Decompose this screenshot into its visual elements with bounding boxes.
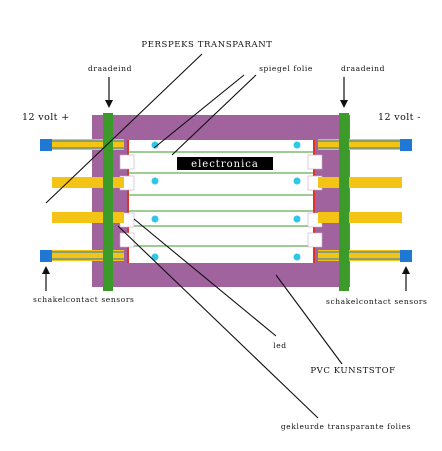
contact-bar [52, 212, 124, 223]
contact-bars [52, 139, 402, 261]
label-volt-left: 12 volt + [22, 112, 70, 123]
electronica-label: electronica [191, 159, 259, 170]
leader-spiegel-2 [171, 74, 257, 156]
foil-lines [128, 151, 314, 247]
contact-bar [52, 139, 124, 150]
contact-bar [318, 212, 402, 223]
leds [151, 141, 301, 261]
led-dot [293, 141, 301, 149]
leader-lines [45, 53, 343, 419]
label-schakel-left: schakelcontact sensors [33, 295, 134, 304]
label-draadeind-right: draadeind [341, 64, 385, 73]
label-perspex: PERSPEKS TRANSPARANT [141, 40, 272, 50]
label-gekleurde: gekleurde transparante folies [281, 422, 411, 431]
terminal-right-top [400, 139, 412, 151]
contact-bar [52, 177, 124, 188]
led-dot [151, 177, 159, 185]
led-dot [151, 141, 159, 149]
label-draadeind-left: draadeind [88, 64, 132, 73]
led-dot [293, 215, 301, 223]
leader-perspex [45, 53, 203, 204]
led-dot [151, 215, 159, 223]
label-schakel-right: schakelcontact sensors [326, 297, 427, 306]
contact-bar [318, 177, 402, 188]
led-dot [151, 253, 159, 261]
led-dot [293, 253, 301, 261]
label-volt-right: 12 volt - [378, 112, 421, 123]
spacer-block [307, 154, 323, 170]
label-spiegel-folie: spiegel folie [259, 64, 313, 73]
contact-bar [318, 139, 402, 150]
leader-pvc [275, 274, 343, 365]
electronica-box [177, 157, 273, 170]
leader-led [133, 218, 277, 337]
contact-bar [318, 250, 402, 261]
spacer-block [119, 154, 135, 170]
terminal-left-top [40, 139, 52, 151]
leader-gekleurde [117, 225, 319, 419]
spacer-block [307, 232, 323, 248]
wire-bar-left [103, 113, 113, 291]
arrows [42, 77, 410, 291]
terminal-right-bottom [400, 250, 412, 262]
wire-bar-right [339, 113, 349, 291]
leader-spiegel-1 [153, 74, 245, 149]
label-pvc: PVC KUNSTSTOF [310, 366, 395, 376]
led-dot [293, 177, 301, 185]
contact-bar [52, 250, 124, 261]
terminal-left-bottom [40, 250, 52, 262]
label-led: led [273, 341, 286, 350]
spacer-block [119, 232, 135, 248]
